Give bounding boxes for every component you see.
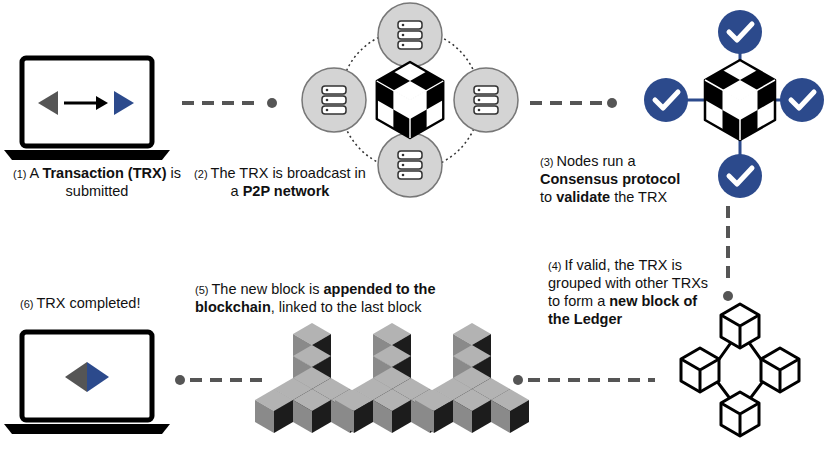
step-caption: (1) A Transaction (TRX) is submitted (8, 164, 186, 200)
caption-part: the TRX (610, 189, 667, 205)
caption-part: Transaction (TRX) (42, 165, 166, 181)
illustration-part (335, 389, 373, 433)
illustration-part (96, 96, 108, 110)
illustration-part (377, 62, 444, 138)
illustration-part (255, 389, 293, 433)
illustration-part (4, 424, 170, 434)
link-dot (607, 98, 617, 108)
caption-part: (5) (195, 284, 212, 296)
caption-part: , linked to the last block (271, 299, 422, 315)
dashed-link (182, 101, 262, 105)
illustration-part (65, 362, 87, 392)
caption-part: The new block is (212, 281, 324, 297)
illustration-part (38, 91, 58, 115)
caption-part: A (30, 165, 43, 181)
illustration-part (415, 389, 453, 433)
illustration-part (22, 58, 152, 146)
caption-part: (6) (20, 298, 37, 310)
step-caption: (3) Nodes run a Consensus protocol to va… (540, 152, 692, 206)
caption-part: to (540, 189, 556, 205)
link-dot (723, 291, 733, 301)
step-caption: (2) The TRX is broadcast in a P2P networ… (190, 164, 370, 200)
caption-part: (3) (540, 156, 557, 168)
caption-part: TRX completed! (37, 295, 141, 311)
new-block (681, 304, 799, 436)
dashed-link (530, 101, 602, 105)
illustration-part (644, 78, 688, 122)
illustration-part (454, 68, 518, 132)
dashed-link (726, 206, 730, 286)
illustration-part (114, 91, 134, 115)
illustration-part (64, 102, 100, 105)
caption-part: Consensus protocol (540, 171, 680, 187)
illustration-part (22, 332, 152, 420)
caption-part: validate (556, 189, 610, 205)
illustration-part (87, 362, 109, 392)
caption-part: (4) (548, 260, 565, 272)
illustration-part (705, 60, 775, 140)
laptop-complete (4, 332, 170, 434)
blockchain (255, 323, 529, 433)
laptop-submit (4, 58, 170, 160)
link-dot (513, 375, 523, 385)
step-caption: (5) The new block is appended to the blo… (195, 280, 495, 316)
dashed-link (528, 378, 655, 382)
illustration-part (761, 348, 799, 392)
illustration-part (491, 389, 529, 433)
caption-part: (1) (13, 168, 30, 180)
illustration-part (681, 348, 719, 392)
illustration-part (780, 78, 824, 122)
illustration-part (718, 154, 762, 198)
caption-part: P2P network (243, 183, 330, 199)
consensus-nodes (644, 10, 824, 198)
caption-part: (2) (194, 168, 211, 180)
illustration-part (302, 68, 366, 132)
illustration-part (378, 3, 442, 67)
dashed-link (190, 378, 262, 382)
illustration-part (718, 10, 762, 54)
illustration-part (378, 133, 442, 197)
illustration-part (293, 389, 331, 433)
illustration-part (453, 389, 491, 433)
link-dot (267, 98, 277, 108)
caption-part: Nodes run a (557, 153, 636, 169)
step-caption: (4) If valid, the TRX is grouped with ot… (548, 256, 718, 329)
illustration-part (4, 150, 170, 160)
illustration-part (721, 304, 759, 348)
illustration-part (373, 389, 411, 433)
illustration-part (721, 392, 759, 436)
step-caption: (6) TRX completed! (20, 294, 170, 312)
link-dot (175, 375, 185, 385)
